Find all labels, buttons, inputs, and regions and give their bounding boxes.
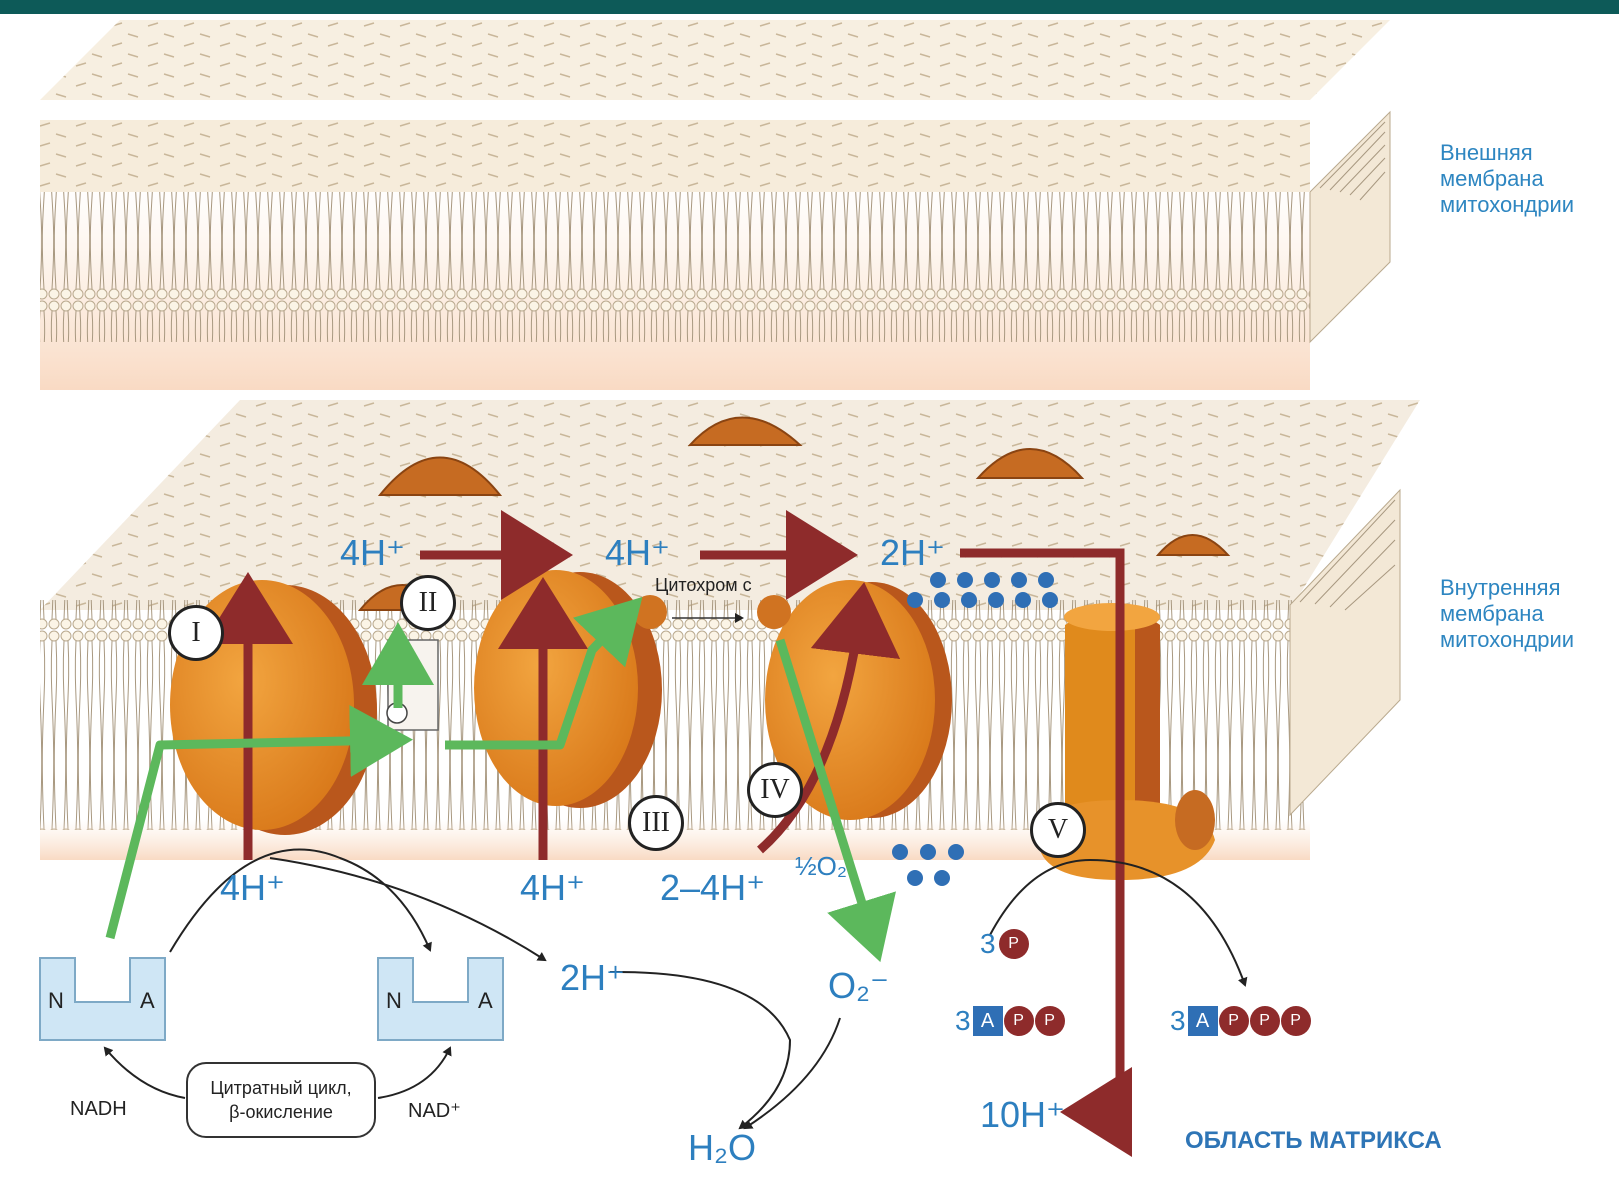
outer-membrane-label: Внешняя мембрана митохондрии	[1440, 140, 1574, 218]
adp-count: 3	[955, 1005, 971, 1037]
proton-label-ims-1: 4H⁺	[340, 535, 405, 571]
matrix-region-label: ОБЛАСТЬ МАТРИКСА	[1185, 1127, 1442, 1155]
complex-IV-label: IV	[747, 762, 803, 818]
phosphate-group: 3 P	[980, 928, 1029, 960]
adp-adenosine: A	[973, 1006, 1003, 1036]
adp-group: 3 A P P	[955, 1005, 1065, 1037]
nad-n-left: N	[48, 988, 64, 1014]
cytochrome-label: Цитохром с	[655, 575, 752, 596]
nad-n-right: N	[386, 988, 402, 1014]
adp-phosphate-1: P	[1004, 1006, 1034, 1036]
proton-label-ims-3: 2H⁺	[880, 535, 945, 571]
outer-membrane	[40, 20, 1390, 390]
atp-phosphate-1: P	[1219, 1006, 1249, 1036]
proton-label-ims-2: 4H⁺	[605, 535, 670, 571]
atp-phosphate-2: P	[1250, 1006, 1280, 1036]
phosphate-count: 3	[980, 928, 996, 960]
nad-a-left: A	[140, 988, 155, 1014]
complex-I-label: I	[168, 605, 224, 661]
complex-V-label: V	[1030, 802, 1086, 858]
half-oxygen-label: ½O₂	[795, 848, 847, 884]
adp-phosphate-2: P	[1035, 1006, 1065, 1036]
complex-III-label: III	[628, 795, 684, 851]
proton-label-matrix-1: 4H⁺	[220, 870, 285, 906]
proton-label-synthase: 10H⁺	[980, 1097, 1065, 1133]
citrate-cycle-box: Цитратный цикл, β-окисление	[186, 1062, 376, 1138]
water-label: H₂O	[688, 1130, 756, 1166]
nad-a-right: A	[478, 988, 493, 1014]
inner-membrane-label: Внутренняя мембрана митохондрии	[1440, 575, 1574, 653]
complex-III	[474, 570, 662, 808]
superoxide-label: O₂⁻	[828, 968, 889, 1004]
proton-label-matrix-3: 2–4H⁺	[660, 870, 765, 906]
proton-label-matrix-2: 4H⁺	[520, 870, 585, 906]
atp-count: 3	[1170, 1005, 1186, 1037]
atp-phosphate-3: P	[1281, 1006, 1311, 1036]
atp-adenosine: A	[1188, 1006, 1218, 1036]
atp-group: 3 A P P P	[1170, 1005, 1311, 1037]
complex-II-label: II	[400, 575, 456, 631]
nadh-label: NADH	[70, 1098, 127, 1121]
phosphate-circle: P	[999, 929, 1029, 959]
nad-plus-label: NAD⁺	[408, 1098, 461, 1123]
proton-label-free: 2H⁺	[560, 960, 625, 996]
nad-structures	[40, 958, 503, 1040]
